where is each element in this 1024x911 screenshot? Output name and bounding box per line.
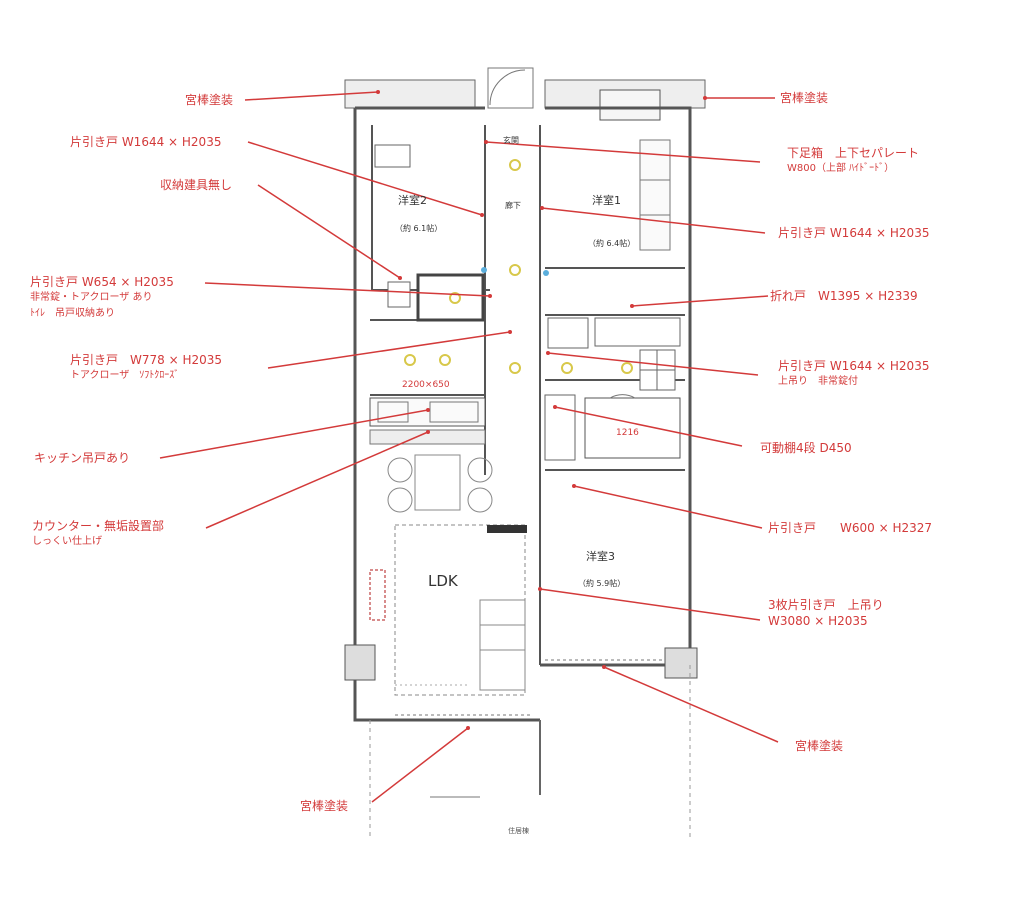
callout-counter: カウンター・無垢設置部 しっくい仕上げ: [32, 518, 164, 550]
callout-storage-empty: 収納建具無し: [160, 178, 233, 192]
callout-shoe-box-line1: 下足箱 上下セパレート: [787, 146, 920, 160]
callout-south-balcony-east: 宮棒塗装: [795, 739, 844, 753]
callout-kitchen: キッチン吊戸あり: [34, 451, 131, 465]
callout-room3-sliding-line1: 3枚片引き戸 上吊り: [768, 598, 884, 612]
ldk-label: LDK: [428, 572, 458, 590]
callout-door-room1: 片引き戸 W1644 × H2035: [778, 226, 930, 240]
room3-size: （約 5.9帖）: [578, 579, 626, 588]
callout-room1-door: 片引き戸 W1644 × H2035 上吊り 非常錠付: [778, 358, 929, 390]
callout-toilet-door-line2: 非常錠・トアクローザ あり: [30, 292, 153, 303]
entrance-label: 玄関: [503, 136, 519, 145]
ub-size-label: 1216: [616, 428, 639, 438]
bottom-note: 住居棟: [508, 827, 529, 835]
hall-label: 廊下: [505, 201, 521, 210]
callout-door-room2: 片引き戸 W1644 × H2035: [70, 135, 222, 149]
callout-toilet-door: 片引き戸 W654 × H2035 非常錠・トアクローザ あり ﾄｲﾚ 吊戸収納…: [30, 274, 174, 322]
callout-room1-door-line2: 上吊り 非常錠付: [778, 376, 858, 387]
callout-washroom-door-line1: 片引き戸 W778 × H2035: [70, 353, 223, 367]
room1-size: （約 6.4帖）: [588, 239, 636, 248]
callout-folding-door: 折れ戸 W1395 × H2339: [770, 289, 918, 303]
callout-shoe-box: 下足箱 上下セパレート W800（上部 ﾊｲﾄﾞｰﾄﾞ）: [787, 145, 919, 177]
room1-label: 洋室1: [592, 194, 621, 207]
callout-toilet-door-line3: ﾄｲﾚ 吊戸収納あり: [30, 308, 115, 319]
room2-label: 洋室2: [398, 194, 427, 207]
callout-counter-line2: しっくい仕上げ: [32, 536, 102, 547]
room3-label: 洋室3: [586, 550, 615, 563]
callout-washroom-door: 片引き戸 W778 × H2035 トアクローザ ｿﾌﾄｸﾛｰｽﾞ: [70, 352, 222, 384]
callout-washroom-door-line2: トアクローザ ｿﾌﾄｸﾛｰｽﾞ: [70, 370, 180, 381]
callout-toilet-door-line1: 片引き戸 W654 × H2035: [30, 275, 174, 289]
callout-room3-sliding-line2: W3080 × H2035: [768, 614, 868, 628]
callout-room3-sliding: 3枚片引き戸 上吊り W3080 × H2035: [768, 597, 884, 629]
callout-east-top-balcony: 宮棒塗装: [780, 91, 829, 105]
callout-shelf: 可動棚4段 D450: [760, 441, 852, 455]
callout-shoe-box-line2: W800（上部 ﾊｲﾄﾞｰﾄﾞ）: [787, 163, 895, 174]
callout-room1-door-line1: 片引き戸 W1644 × H2035: [778, 359, 930, 373]
callout-south-balcony-west: 宮棒塗装: [300, 799, 349, 813]
room2-size: （約 6.1帖）: [395, 224, 443, 233]
callout-west-top-balcony: 宮棒塗装: [185, 93, 234, 107]
callout-counter-line1: カウンター・無垢設置部: [32, 519, 165, 533]
callout-room3-door: 片引き戸 W600 × H2327: [768, 521, 933, 535]
kitchen-size-label: 2200×650: [402, 380, 450, 390]
